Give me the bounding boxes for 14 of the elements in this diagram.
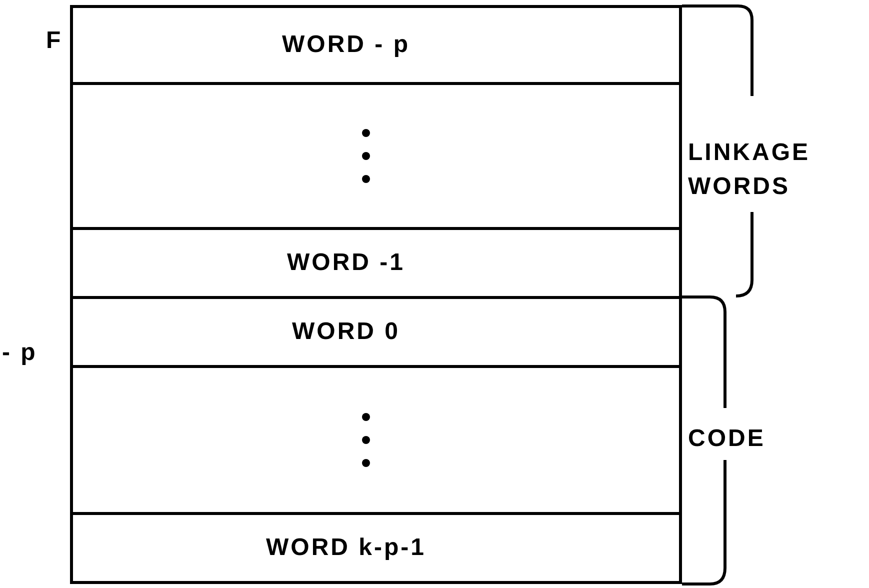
memory-row	[70, 512, 682, 584]
empty-row	[70, 82, 682, 227]
row-label: WORD - p	[282, 30, 410, 60]
row-label: WORD -1	[287, 248, 405, 278]
memory-row	[70, 227, 682, 296]
empty-row	[70, 365, 682, 512]
annotation-label: CODE	[688, 424, 766, 454]
row-label: WORD k-p-1	[266, 533, 426, 563]
annotation-label: - p	[2, 338, 38, 368]
annotation-label: LINKAGE WORDS	[688, 138, 811, 202]
row-label: WORD 0	[292, 317, 400, 347]
annotation-label: F	[46, 26, 63, 56]
memory-row	[70, 296, 682, 365]
memory-row	[70, 5, 682, 82]
